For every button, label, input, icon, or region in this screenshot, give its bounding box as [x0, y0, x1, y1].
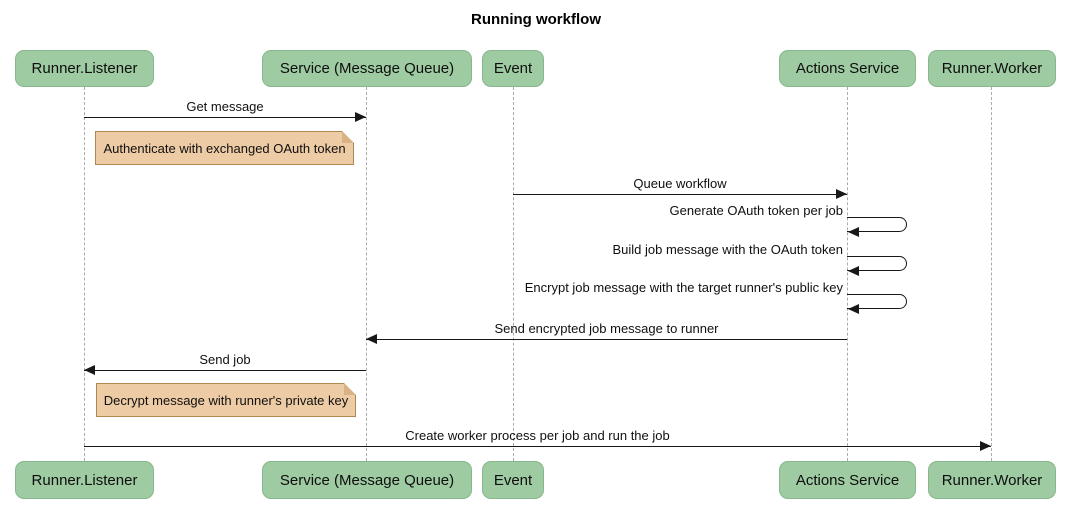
participant-label: Event [493, 60, 533, 77]
self-loop [847, 217, 907, 232]
participant-label: Service (Message Queue) [279, 60, 455, 77]
note-text: Decrypt message with runner's private ke… [103, 392, 349, 408]
message-line [513, 194, 847, 195]
lifeline-runner-listener [84, 87, 85, 461]
note-fold-icon [344, 383, 356, 395]
message-line [366, 339, 847, 340]
arrowhead-right-icon [355, 112, 366, 122]
participant-label: Actions Service [795, 471, 900, 489]
note-text: Authenticate with exchanged OAuth token [103, 140, 346, 156]
participant-runner-worker-bottom: Runner.Worker [928, 461, 1056, 499]
lifeline-service-message-queue [366, 87, 367, 461]
lifeline-runner-worker [991, 87, 992, 461]
arrowhead-left-icon [848, 304, 859, 314]
arrowhead-left-icon [366, 334, 377, 344]
participant-runner-worker-top: Runner.Worker [928, 50, 1056, 87]
participant-runner-listener-bottom: Runner.Listener [15, 461, 154, 499]
message-label-queue-workflow: Queue workflow [633, 176, 727, 191]
arrowhead-right-icon [980, 441, 991, 451]
message-line [84, 446, 991, 447]
participant-label: Service (Message Queue) [279, 471, 455, 489]
message-line [84, 117, 366, 118]
participant-service-message-queue-bottom: Service (Message Queue) [262, 461, 472, 499]
self-loop [847, 294, 907, 309]
arrowhead-right-icon [836, 189, 847, 199]
note-fold-icon [342, 131, 354, 143]
note-authenticate: Authenticate with exchanged OAuth token [95, 131, 354, 165]
participant-actions-service-bottom: Actions Service [779, 461, 916, 499]
lifeline-actions-service [847, 87, 848, 461]
participant-runner-listener-top: Runner.Listener [15, 50, 154, 87]
message-label-get-message: Get message [186, 99, 264, 114]
note-decrypt: Decrypt message with runner's private ke… [96, 383, 356, 417]
message-line [84, 370, 366, 371]
arrowhead-left-icon [848, 266, 859, 276]
message-label-send-encrypted: Send encrypted job message to runner [494, 321, 719, 336]
message-label-create-worker: Create worker process per job and run th… [405, 428, 670, 443]
participant-service-message-queue-top: Service (Message Queue) [262, 50, 472, 87]
participant-label: Runner.Worker [941, 60, 1043, 77]
lifeline-event [513, 87, 514, 461]
participant-label: Runner.Listener [31, 60, 138, 77]
arrowhead-left-icon [848, 227, 859, 237]
self-loop [847, 256, 907, 271]
message-label-build-job-message: Build job message with the OAuth token [612, 242, 843, 257]
participant-label: Actions Service [795, 60, 900, 77]
participant-event-bottom: Event [482, 461, 544, 499]
message-label-send-job: Send job [199, 352, 251, 367]
participant-label: Runner.Worker [941, 471, 1043, 489]
message-label-generate-oauth: Generate OAuth token per job [669, 203, 843, 218]
participant-event-top: Event [482, 50, 544, 87]
participant-actions-service-top: Actions Service [779, 50, 916, 87]
message-label-encrypt-job-message: Encrypt job message with the target runn… [524, 280, 843, 295]
participant-label: Runner.Listener [31, 471, 138, 489]
arrowhead-left-icon [84, 365, 95, 375]
participant-label: Event [493, 471, 533, 489]
diagram-title: Running workflow [471, 11, 601, 28]
